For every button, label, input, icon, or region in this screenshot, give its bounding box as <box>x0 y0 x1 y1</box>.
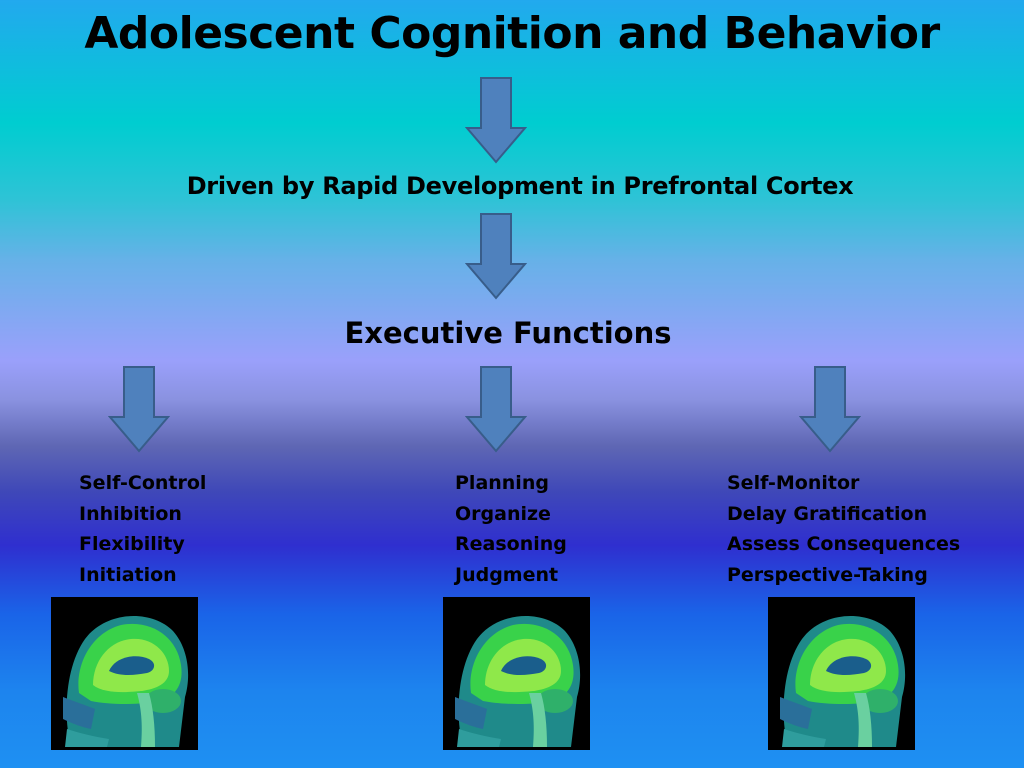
down-arrow-icon <box>108 366 170 453</box>
brain-mri-sagittal-icon <box>768 597 915 750</box>
down-arrow-icon <box>465 213 527 300</box>
list-item: Perspective-Taking <box>727 563 928 586</box>
list-item: Inhibition <box>79 502 182 525</box>
executive-functions-heading: Executive Functions <box>344 316 672 350</box>
executive-function-list-right: Self-Monitor Delay Gratification Assess … <box>727 468 960 590</box>
executive-function-list-center: Planning Organize Reasoning Judgment <box>455 468 567 590</box>
list-item: Assess Consequences <box>727 533 961 555</box>
executive-function-list-left: Self-Control Inhibition Flexibility Init… <box>79 468 206 590</box>
subtitle: Driven by Rapid Development in Prefronta… <box>186 172 854 200</box>
list-item: Judgment <box>455 563 559 586</box>
list-item: Flexibility <box>79 533 185 555</box>
list-item: Reasoning <box>455 533 567 555</box>
brain-mri-sagittal-icon <box>443 597 590 750</box>
page-title: Adolescent Cognition and Behavior <box>84 8 940 59</box>
list-item: Delay Gratification <box>727 502 928 525</box>
brain-mri-sagittal-icon <box>51 597 198 750</box>
list-item: Organize <box>455 502 551 525</box>
list-item: Self-Control <box>79 472 207 494</box>
brain-mri-image-right <box>768 597 915 750</box>
down-arrow-icon <box>465 77 527 164</box>
list-item: Initiation <box>79 563 177 586</box>
brain-mri-image-center <box>443 597 590 750</box>
list-item: Self-Monitor <box>727 472 860 494</box>
list-item: Planning <box>455 472 549 494</box>
down-arrow-icon <box>799 366 861 453</box>
down-arrow-icon <box>465 366 527 453</box>
brain-mri-image-left <box>51 597 198 750</box>
